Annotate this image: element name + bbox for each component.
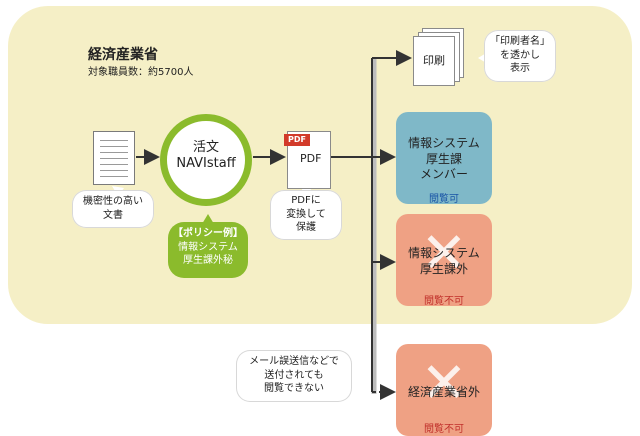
print-note-2: を透かし xyxy=(500,49,540,61)
recipient-outside-division-line1: 情報システム xyxy=(408,246,480,260)
recipient-outside-division-label: 情報システム 厚生課外 xyxy=(396,246,492,277)
recipient-members-line2: 厚生課 xyxy=(425,151,462,166)
org-subtitle: 対象職員数：約5700人 xyxy=(88,67,194,78)
access-allowed-label: 閲覧可 xyxy=(429,194,459,205)
recipient-members-box xyxy=(396,112,492,204)
pdf-label: PDF xyxy=(300,152,322,165)
leak-note-2: 送付されても xyxy=(264,369,324,381)
recipient-members-label: 情報システム 厚生課 メンバー xyxy=(396,136,492,183)
print-label: 印刷 xyxy=(423,54,445,67)
pdf-note-2: 変換して xyxy=(286,208,326,220)
pdf-note-1: PDFに xyxy=(291,195,321,206)
recipient-outside-ministry-label: 経済産業省外 xyxy=(407,385,480,399)
product-name: 活文 NAVIstaff xyxy=(160,140,252,173)
recipient-outside-division-line2: 厚生課外 xyxy=(419,261,468,276)
product-name-line1: 活文 xyxy=(192,140,219,155)
policy-line2: 情報システム xyxy=(178,241,238,253)
print-note-3: 表示 xyxy=(510,63,530,74)
policy-bubble: 【ポリシー例】 情報システム 厚生課外秘 xyxy=(168,222,248,278)
pdf-note-3: 保護 xyxy=(296,222,316,233)
recipient-outside-division-box xyxy=(396,214,492,306)
source-doc-label-1: 機密性の高い xyxy=(83,196,143,207)
denied-cross-icon: ✕ xyxy=(420,221,468,286)
recipient-members-line1: 情報システム xyxy=(408,136,480,150)
policy-line1: 【ポリシー例】 xyxy=(173,228,243,239)
policy-line3: 厚生課外秘 xyxy=(183,255,233,266)
source-doc-bubble: 機密性の高い 文書 xyxy=(72,190,154,228)
pdf-tag: PDF xyxy=(284,134,310,146)
source-doc-label-2: 文書 xyxy=(103,209,123,221)
access-denied-label-2: 閲覧不可 xyxy=(424,424,464,435)
pdf-note-bubble: PDFに 変換して 保護 xyxy=(270,190,342,240)
print-note-1: 「印刷者名」 xyxy=(490,36,550,47)
denied-cross-icon-2: ✕ xyxy=(420,351,468,416)
leak-note-bubble: メール誤送信などで 送付されても 閲覧できない xyxy=(236,350,352,402)
product-name-line2: NAVIstaff xyxy=(176,156,236,172)
print-note-bubble: 「印刷者名」 を透かし 表示 xyxy=(484,30,556,82)
document-icon xyxy=(93,131,135,185)
access-denied-label: 閲覧不可 xyxy=(424,296,464,307)
product-circle xyxy=(160,114,252,206)
printed-document-icon xyxy=(413,36,455,86)
leak-note-1: メール誤送信などで xyxy=(249,356,339,367)
org-name: 経済産業省 xyxy=(88,47,158,63)
recipient-outside-ministry-box xyxy=(396,344,492,436)
recipient-members-line3: メンバー xyxy=(419,167,468,182)
leak-note-3: 閲覧できない xyxy=(264,383,324,394)
